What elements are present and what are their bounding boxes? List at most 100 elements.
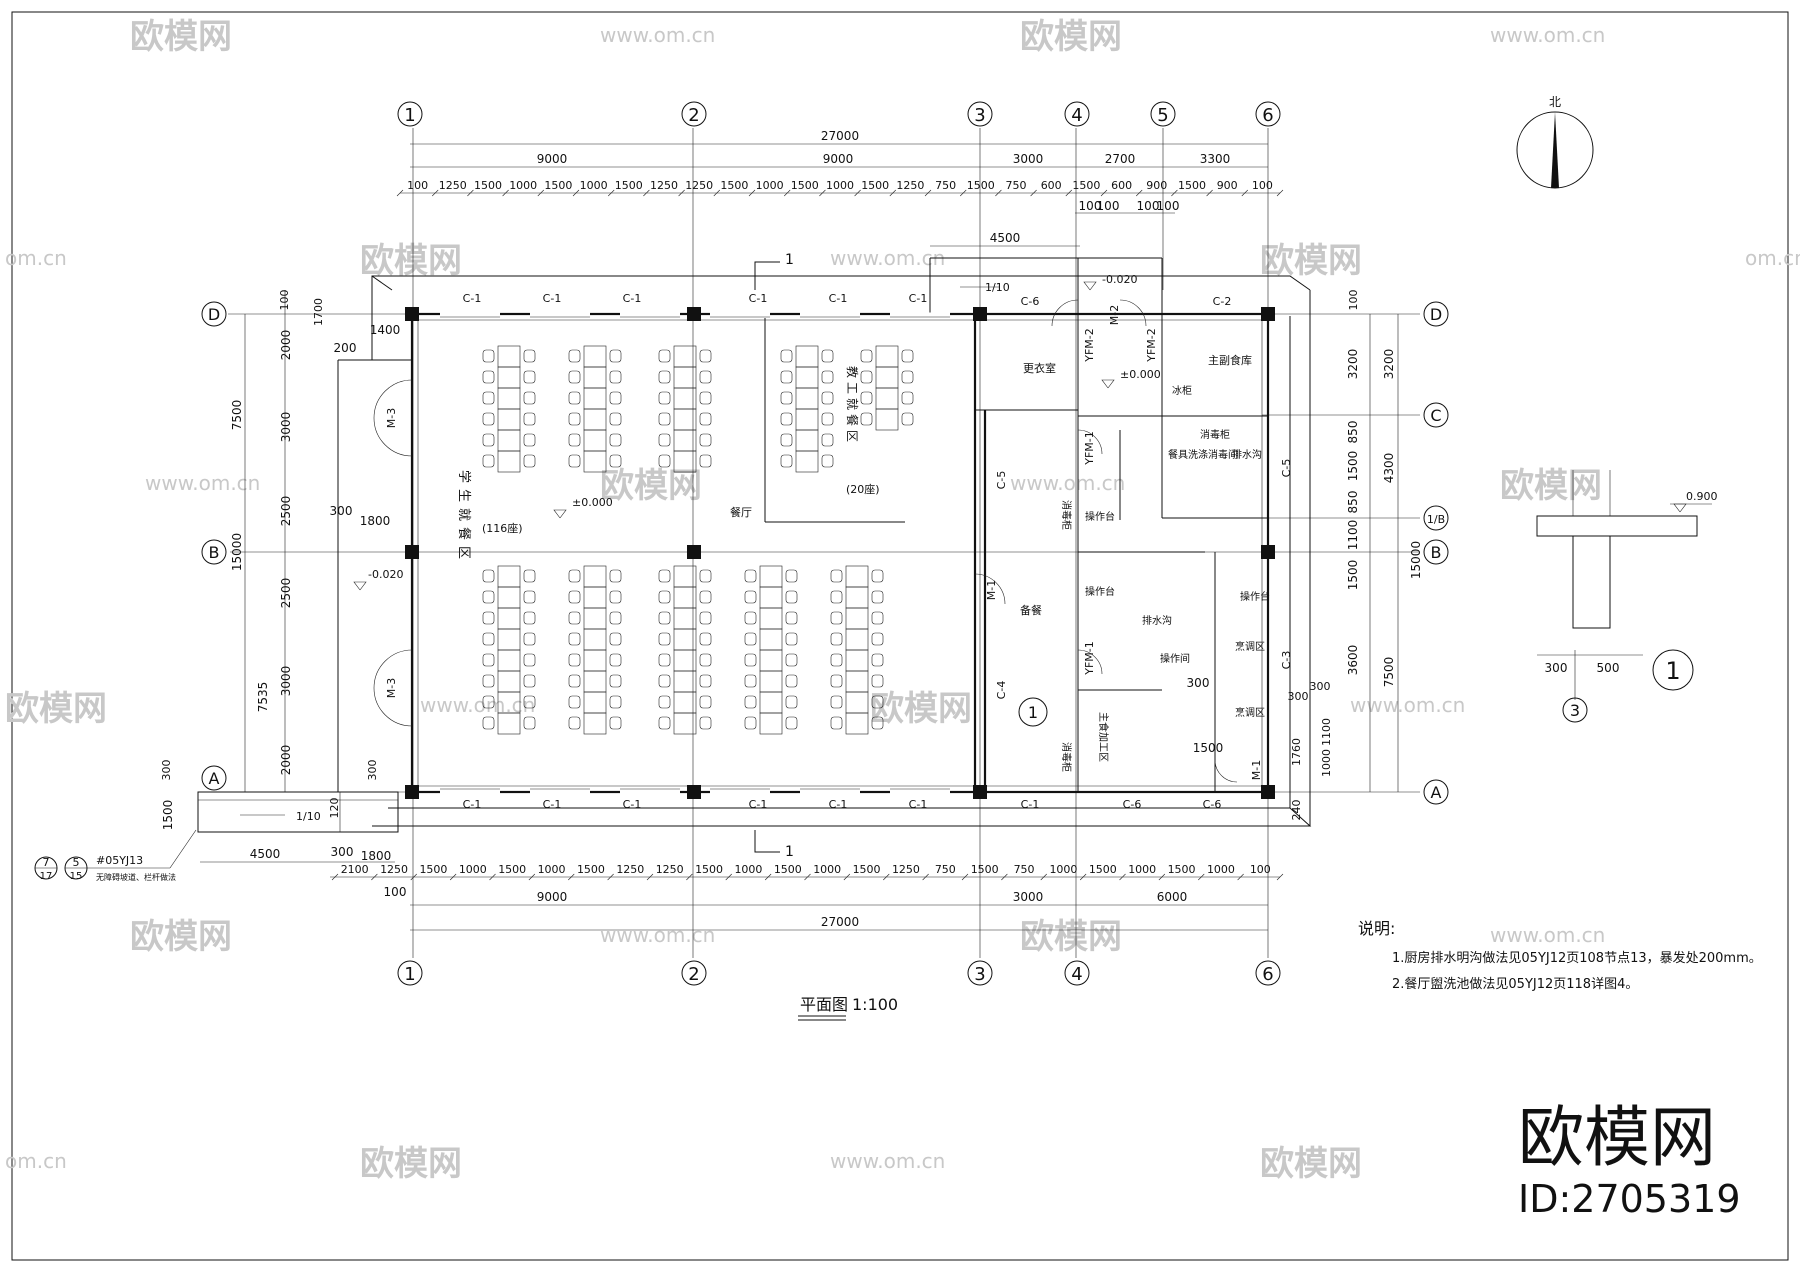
door-label: M-3 xyxy=(385,408,398,428)
room-work-table: 操作台 xyxy=(1085,585,1115,598)
dim-tick xyxy=(396,189,404,197)
chair xyxy=(821,349,834,363)
table xyxy=(759,607,783,630)
chair xyxy=(609,653,622,667)
chair xyxy=(658,632,671,646)
dim-tick xyxy=(489,873,496,881)
chair xyxy=(780,412,793,426)
chair xyxy=(821,454,834,468)
dim-tick xyxy=(646,873,654,881)
drawing-title: 平面图 1:100 xyxy=(798,995,898,1021)
axis-bubble-top-3: 3 xyxy=(967,101,993,127)
svg-text:C-1: C-1 xyxy=(749,798,768,811)
room-disinfect-cabinet: 消毒柜 xyxy=(1200,428,1230,441)
chair xyxy=(482,653,495,667)
dim-tick xyxy=(783,189,791,197)
chair xyxy=(482,695,495,709)
chair xyxy=(568,716,581,730)
svg-text:1: 1 xyxy=(785,844,794,860)
axis-bubble-right-D: D xyxy=(1423,301,1449,327)
watermark-logo: 欧模网 xyxy=(1500,466,1602,506)
chair xyxy=(871,632,884,646)
dim-label: 1000 xyxy=(734,863,762,876)
svg-text:1: 1 xyxy=(404,964,415,985)
room-disinfect-cabinet: 消毒柜 xyxy=(1060,742,1073,772)
svg-text:1100: 1100 xyxy=(1346,520,1360,551)
dim-tick xyxy=(1079,873,1087,881)
chair xyxy=(699,632,712,646)
dim-tick xyxy=(1135,189,1143,197)
svg-text:100: 100 xyxy=(1137,199,1160,213)
svg-text:C-6: C-6 xyxy=(1021,295,1040,308)
svg-text:100: 100 xyxy=(1347,290,1360,311)
table xyxy=(795,345,819,368)
svg-text:C-1: C-1 xyxy=(543,292,562,305)
door-label: M-3 xyxy=(385,678,398,698)
svg-text:6000: 6000 xyxy=(1157,890,1188,904)
dim-tick xyxy=(1206,189,1213,197)
notes-block: 说明: 1.厨房排水明沟做法见05YJ12页108节点13，暴发处200mm。 … xyxy=(1358,919,1762,992)
watermark-logo: 欧模网 xyxy=(130,917,232,957)
dim-label: 1500 xyxy=(544,179,572,192)
chair xyxy=(699,412,712,426)
table xyxy=(845,649,869,672)
dim-tick xyxy=(1171,189,1178,197)
room-kitchen-zone: 烹调区 xyxy=(1235,640,1265,653)
chair xyxy=(658,370,671,384)
table xyxy=(497,586,521,609)
chair xyxy=(785,611,798,625)
room-main-store: 主副食库 xyxy=(1208,353,1252,367)
door-label: M-1 xyxy=(985,580,998,600)
watermark-url: www.om.cn xyxy=(600,923,715,947)
chair xyxy=(830,590,843,604)
watermark-logo: 欧模网 xyxy=(1020,917,1122,957)
dim-tick xyxy=(725,873,732,881)
axis-bubble-bottom-4: 4 xyxy=(1064,960,1090,986)
svg-text:7500: 7500 xyxy=(230,400,244,431)
svg-text:1100: 1100 xyxy=(1320,718,1333,746)
chair xyxy=(780,454,793,468)
dimensions-right: 3200 3200 4300 850 1500 850 1100 1500 36… xyxy=(1288,290,1424,821)
svg-text:2500: 2500 xyxy=(279,578,293,609)
dim-total-top: 27000 xyxy=(821,129,859,143)
dim-label: 1500 xyxy=(1168,863,1196,876)
table xyxy=(673,450,697,473)
chair xyxy=(871,695,884,709)
chair xyxy=(609,590,622,604)
svg-text:1400: 1400 xyxy=(370,323,401,337)
chair xyxy=(523,611,536,625)
svg-text:850: 850 xyxy=(1346,421,1360,444)
plan-scale: 1:100 xyxy=(852,995,898,1014)
dim-tick xyxy=(843,873,851,881)
watermark-logo: 欧模网 xyxy=(360,241,462,281)
door-label: YFM-2 xyxy=(1083,328,1096,363)
table xyxy=(497,712,521,735)
table xyxy=(673,712,697,735)
dim-label: 1250 xyxy=(896,179,924,192)
table xyxy=(583,586,607,609)
table xyxy=(583,712,607,735)
svg-text:120: 120 xyxy=(328,798,341,819)
dim-label: 750 xyxy=(935,179,956,192)
dim-label: 1500 xyxy=(774,863,802,876)
svg-text:300: 300 xyxy=(331,845,354,859)
room-work-table: 操作台 xyxy=(1085,510,1115,523)
dim-tick xyxy=(371,873,378,881)
svg-text:3600: 3600 xyxy=(1346,645,1360,676)
table xyxy=(497,450,521,473)
svg-text:4300: 4300 xyxy=(1382,453,1396,484)
svg-text:2000: 2000 xyxy=(279,330,293,361)
chair xyxy=(830,695,843,709)
svg-text:3: 3 xyxy=(974,964,985,985)
dim-tick xyxy=(748,189,756,197)
table xyxy=(497,649,521,672)
axis-bubble-left-A: A xyxy=(201,765,227,791)
svg-text:C-6: C-6 xyxy=(1123,798,1142,811)
dim-tick xyxy=(713,189,721,197)
chair xyxy=(658,412,671,426)
room-kitchen-zone: 烹调区 xyxy=(1235,706,1265,719)
dim-label: 1500 xyxy=(577,863,605,876)
table xyxy=(497,670,521,693)
